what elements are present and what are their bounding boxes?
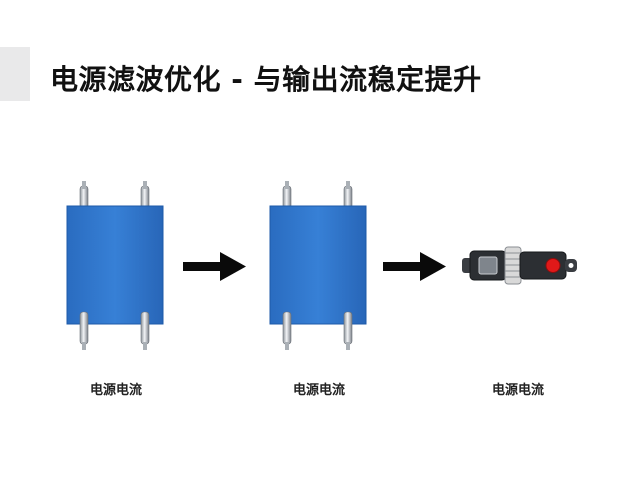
arrow-right-icon: [183, 252, 246, 281]
capacitor-pin: [343, 311, 353, 350]
side-tab-accent: [0, 47, 30, 101]
slide-title: 电源滤波优化 - 与输出流稳定提升: [50, 63, 482, 96]
capacitor-block-1: [66, 181, 164, 350]
connector-plug: [462, 246, 577, 285]
capacitor-body: [66, 205, 164, 325]
capacitor-pin: [282, 311, 292, 350]
capacitor-pin: [140, 311, 150, 350]
plug-tip-hole: [568, 263, 574, 268]
capacitor-block-2: [269, 181, 367, 350]
stage-caption-1: 电源电流: [89, 383, 142, 398]
stage-caption-3: 电源电流: [491, 383, 544, 398]
capacitor-body: [269, 205, 367, 325]
plug-window: [478, 256, 498, 275]
arrow-right-icon: [383, 252, 446, 281]
plug-gear-ring: [504, 246, 522, 285]
plug-indicator-light: [545, 258, 561, 273]
stage-caption-2: 电源电流: [292, 383, 345, 398]
capacitor-pin: [79, 311, 89, 350]
